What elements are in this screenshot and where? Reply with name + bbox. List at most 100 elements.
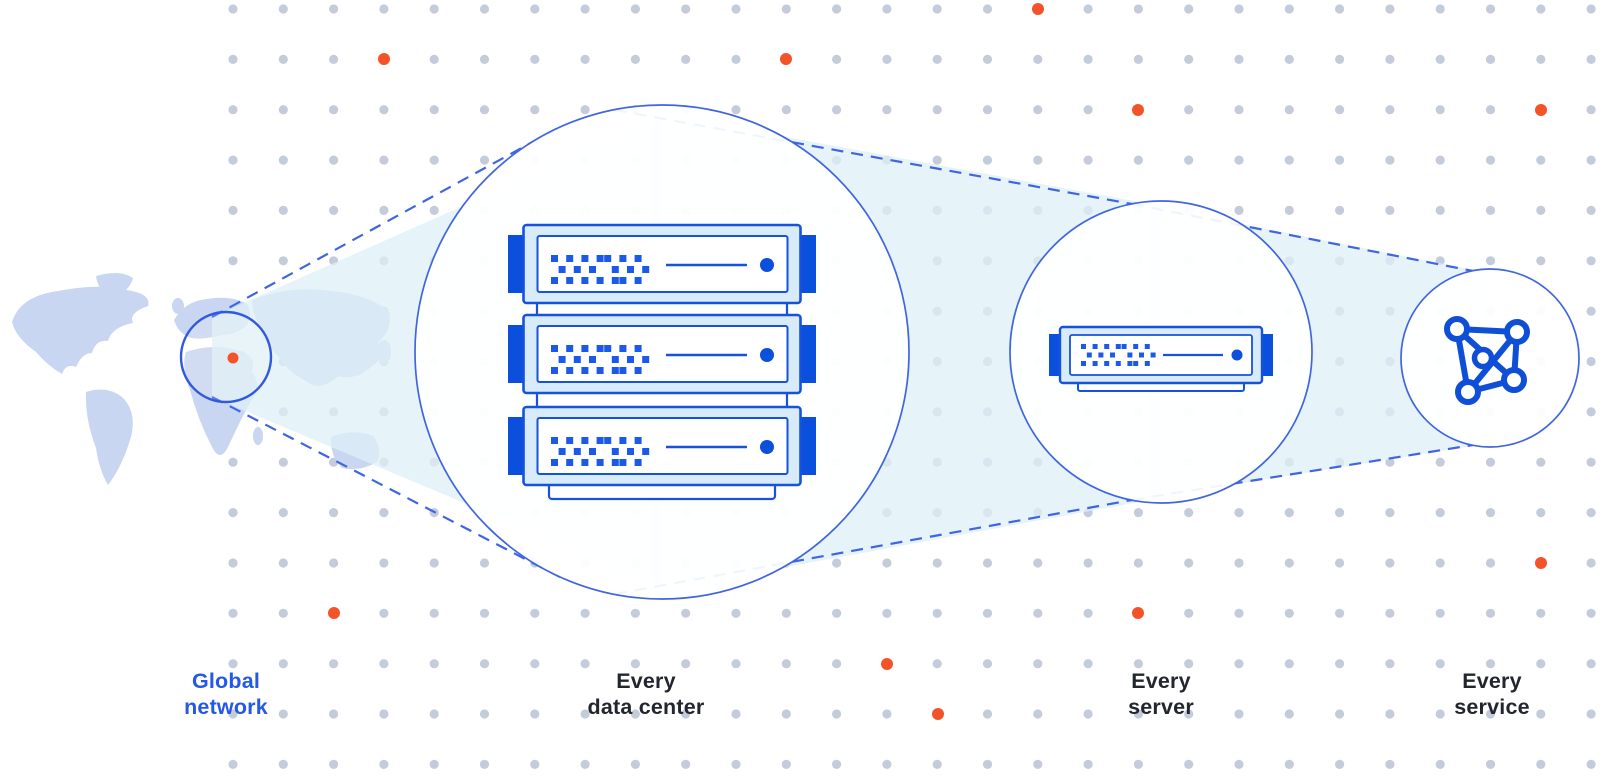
grid-dot xyxy=(1335,507,1345,518)
matrix-square xyxy=(596,459,604,466)
grid-dot xyxy=(1536,54,1546,64)
matrix-square xyxy=(566,277,574,284)
matrix-square xyxy=(558,356,566,363)
grid-dot xyxy=(1335,205,1345,215)
grid-dot xyxy=(1435,759,1445,770)
grid-dot xyxy=(1335,105,1345,115)
grid-dot xyxy=(228,558,238,568)
matrix-square xyxy=(611,277,619,284)
matrix-square xyxy=(551,459,558,466)
grid-dot xyxy=(429,759,439,770)
grid-dot xyxy=(1083,709,1093,719)
grid-dot xyxy=(1033,155,1043,165)
matrix-square xyxy=(566,367,574,374)
matrix-square xyxy=(634,437,642,444)
grid-dot xyxy=(1485,709,1496,719)
grid-dot xyxy=(731,54,741,64)
grid-dot xyxy=(1485,659,1496,669)
matrix-square xyxy=(619,277,627,284)
matrix-square xyxy=(642,266,650,273)
grid-dot xyxy=(580,105,590,115)
grid-dot xyxy=(329,507,339,518)
matrix-square xyxy=(1104,361,1110,366)
grid-dot xyxy=(329,54,339,64)
grid-dot xyxy=(1033,709,1043,719)
label-line: Every xyxy=(1131,669,1191,693)
grid-dot xyxy=(1586,659,1596,669)
server-ear-left xyxy=(508,235,525,293)
grid-dot xyxy=(1234,558,1244,568)
grid-dot xyxy=(1485,507,1496,518)
server-panel xyxy=(536,417,789,475)
matrix-square xyxy=(642,356,650,363)
label-line: Global xyxy=(191,669,261,693)
grid-dot xyxy=(982,155,993,165)
grid-dot xyxy=(1586,306,1596,316)
grid-dot xyxy=(1133,4,1143,14)
grid-dot xyxy=(1335,659,1345,669)
grid-dot xyxy=(1284,558,1294,568)
grid-dot xyxy=(1335,4,1345,14)
grid-dot xyxy=(580,659,590,669)
grid-dot xyxy=(1385,659,1395,669)
grid-dot xyxy=(429,709,439,719)
grid-dot xyxy=(832,659,842,669)
grid-dot xyxy=(1184,105,1194,115)
matrix-square xyxy=(634,367,642,374)
grid-dot xyxy=(1234,608,1244,618)
grid-dot xyxy=(429,4,439,14)
grid-dot xyxy=(329,105,339,115)
label-line: network xyxy=(184,695,268,719)
grid-dot xyxy=(982,759,993,770)
grid-dot xyxy=(1536,759,1546,770)
grid-dot xyxy=(1435,507,1445,518)
grid-dot xyxy=(1385,205,1395,215)
matrix-square xyxy=(581,277,589,284)
matrix-square xyxy=(634,255,642,262)
grid-dot xyxy=(932,558,942,568)
grid-dot xyxy=(530,759,540,770)
grid-dot xyxy=(329,155,339,165)
server-ear-left xyxy=(508,417,525,475)
grid-dot xyxy=(781,759,791,770)
grid-dot xyxy=(228,457,238,467)
grid-dot xyxy=(932,4,942,14)
grid-dot xyxy=(731,709,741,719)
grid-dot xyxy=(479,759,490,770)
grid-dot xyxy=(1536,256,1546,266)
grid-dot xyxy=(530,4,540,14)
grid-dot xyxy=(1536,709,1546,719)
grid-dot xyxy=(429,54,439,64)
matrix-square xyxy=(1139,352,1144,358)
matrix-square xyxy=(634,277,642,284)
grid-dot xyxy=(882,759,892,770)
grid-dot xyxy=(882,54,892,64)
grid-dot xyxy=(1335,759,1345,770)
grid-dot xyxy=(1184,155,1194,165)
grid-dot xyxy=(479,155,490,165)
matrix-square xyxy=(627,356,634,363)
grid-dot xyxy=(1184,558,1194,568)
matrix-square xyxy=(589,448,596,455)
grid-dot xyxy=(1284,507,1294,518)
matrix-square xyxy=(611,356,619,363)
grid-dot xyxy=(731,659,741,669)
grid-dot xyxy=(882,105,892,115)
matrix-square xyxy=(596,277,604,284)
matrix-square xyxy=(566,345,574,352)
accent-dot xyxy=(1535,104,1547,116)
grid-dot xyxy=(781,709,791,719)
accent-dot xyxy=(328,607,340,619)
grid-dot xyxy=(882,608,892,618)
grid-dot xyxy=(1586,457,1596,467)
grid-dot xyxy=(530,54,540,64)
matrix-square xyxy=(581,459,589,466)
grid-dot xyxy=(731,4,741,14)
grid-dot xyxy=(630,659,641,669)
mesh-node xyxy=(1504,319,1530,345)
matrix-square xyxy=(581,345,589,352)
grid-dot xyxy=(1234,507,1244,518)
label-every-service: Every service xyxy=(1454,668,1530,720)
grid-dot xyxy=(681,4,691,14)
grid-dot xyxy=(379,205,389,215)
